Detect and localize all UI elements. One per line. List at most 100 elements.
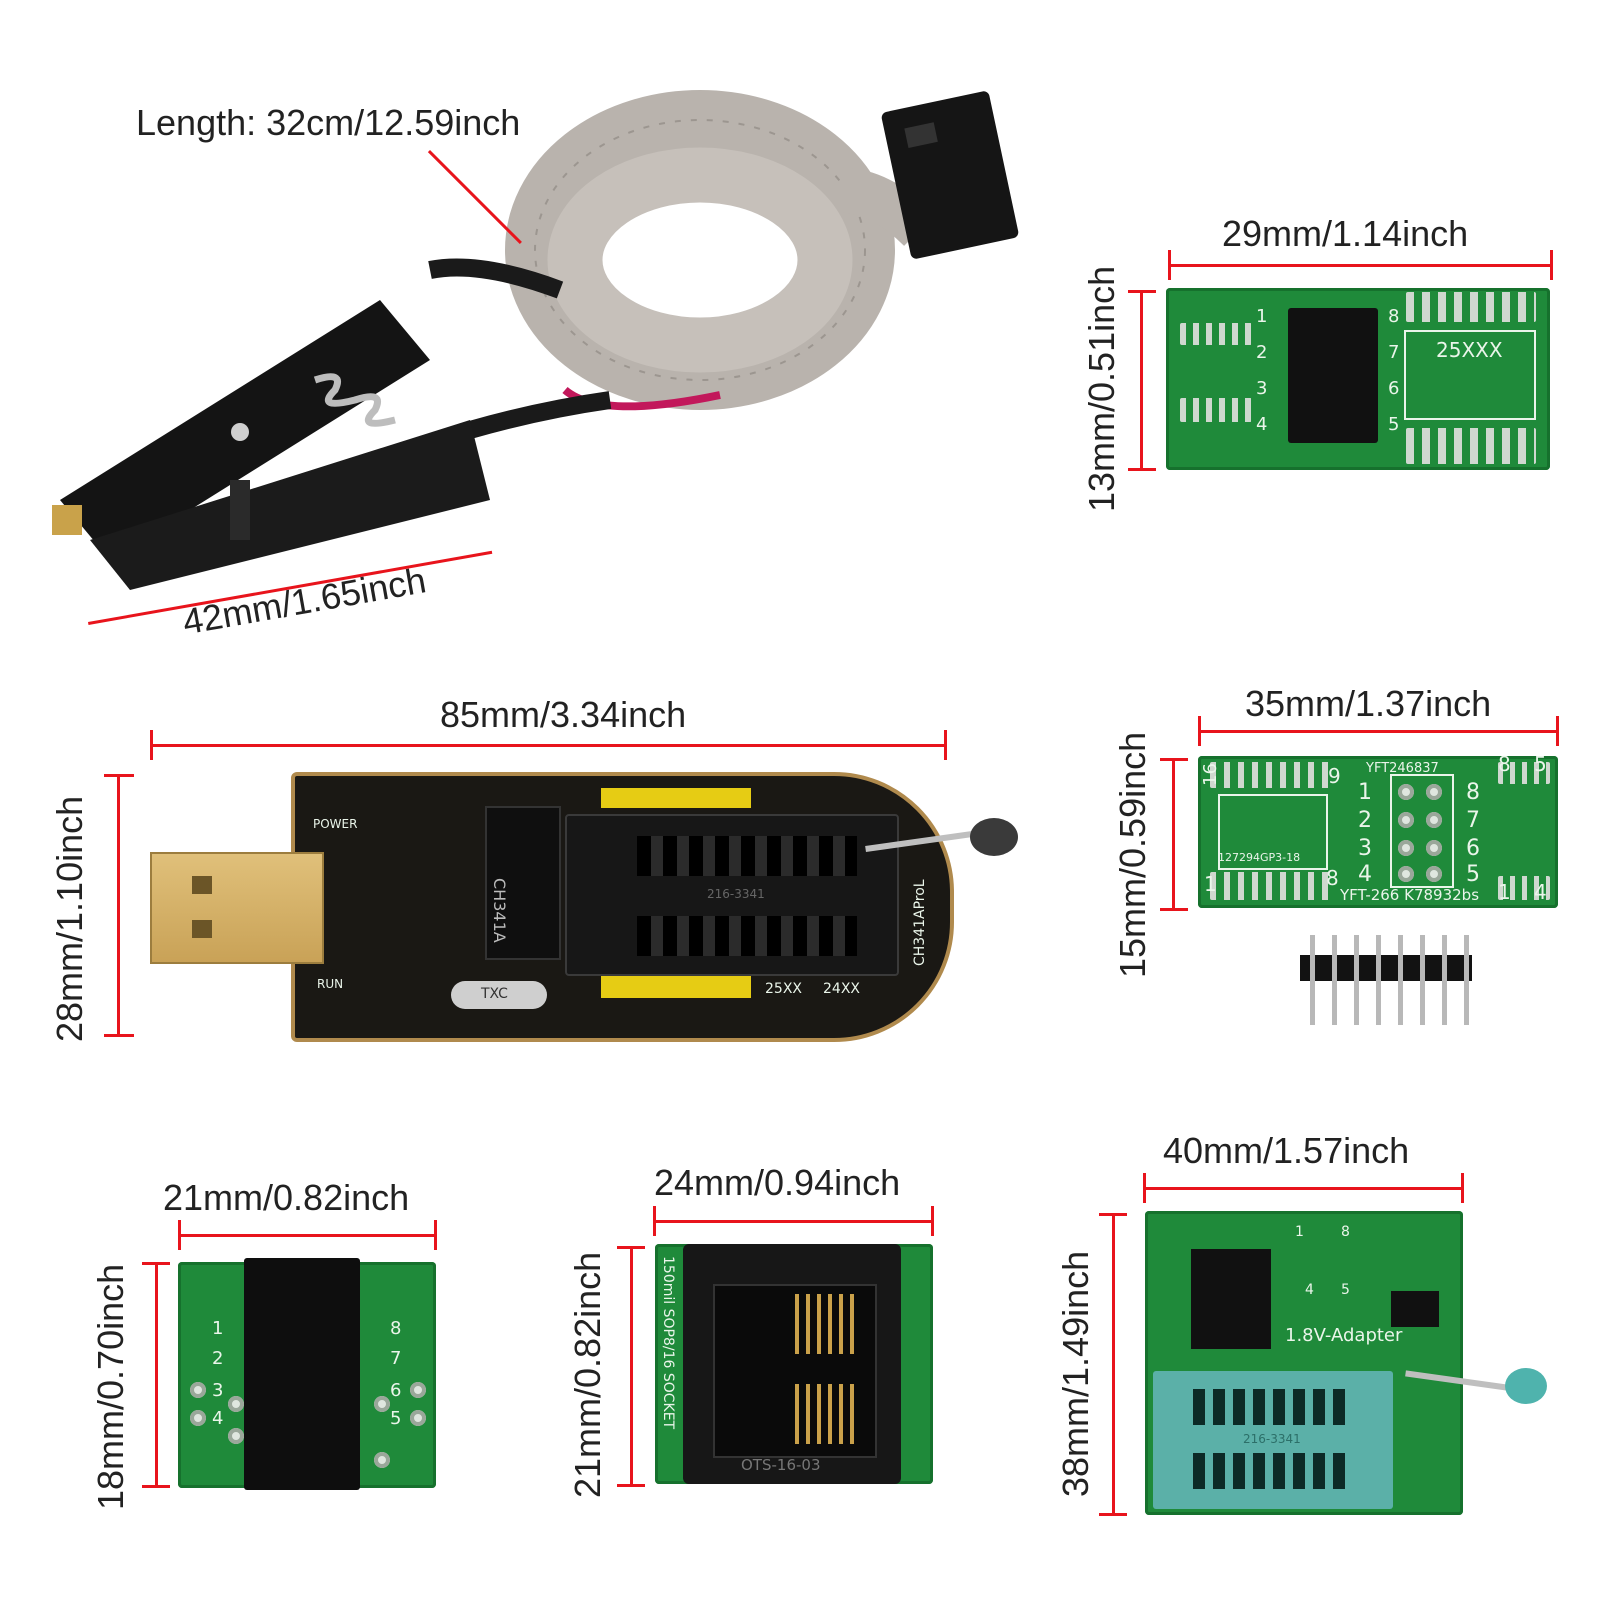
pin-label: 4 xyxy=(1305,1282,1314,1298)
programmer-width-label: 85mm/3.34inch xyxy=(440,694,687,735)
pin-label: 2 xyxy=(1358,808,1372,833)
pin-label: 1 xyxy=(212,1318,224,1339)
tick xyxy=(1160,908,1188,911)
adapter-18v-board: 1.8V-Adapter 1 8 4 5 216-3341 xyxy=(1145,1211,1463,1515)
header-pin-strip xyxy=(1300,935,1472,1025)
chip-outline xyxy=(1404,330,1536,420)
adapter-18v-width-label: 40mm/1.57inch xyxy=(1163,1130,1410,1171)
bottom-code: YFT-266 K78932bs xyxy=(1340,886,1480,904)
pin-label: 5 xyxy=(1388,414,1400,435)
pin-label: 2 xyxy=(212,1348,224,1369)
tick xyxy=(931,1206,934,1236)
pin-label: 3 xyxy=(212,1380,224,1401)
pin-label: 1 xyxy=(1295,1224,1304,1240)
socket-side-label: 150mil SOP8/16 SOCKET xyxy=(660,1256,676,1430)
adapter-8pin-width-label: 21mm/0.82inch xyxy=(163,1177,410,1218)
run-led-label: RUN xyxy=(317,977,344,991)
usb-plug xyxy=(150,852,324,964)
tick xyxy=(1128,468,1156,471)
pin-label: 3 xyxy=(1256,378,1268,399)
tick xyxy=(104,1034,134,1037)
adapter-16pin-width-line xyxy=(1198,730,1558,733)
pin-label: 5 xyxy=(1341,1282,1350,1298)
tick xyxy=(653,1206,656,1236)
tick xyxy=(150,730,153,760)
pin-label: 4 xyxy=(212,1408,224,1429)
top-code: YFT246837 xyxy=(1366,761,1439,776)
power-led-label: POWER xyxy=(313,817,358,831)
model-label: CH341AProL xyxy=(912,879,928,966)
socket-width-line xyxy=(653,1220,933,1223)
regulator-chip xyxy=(1191,1249,1271,1349)
adapter-8pin-height-label: 18mm/0.70inch xyxy=(90,1263,131,1510)
tick xyxy=(1099,1213,1127,1216)
tick xyxy=(1550,250,1553,280)
adapter-title: 1.8V-Adapter xyxy=(1285,1325,1403,1346)
tick xyxy=(617,1246,645,1249)
tick xyxy=(944,730,947,760)
corner-label: 9 xyxy=(1328,764,1341,788)
slot-a-label: 25XX xyxy=(765,981,802,997)
tick xyxy=(142,1485,170,1488)
socket-height-label: 21mm/0.82inch xyxy=(567,1251,608,1498)
tick xyxy=(617,1484,645,1487)
teal-zif-socket: 216-3341 xyxy=(1153,1371,1393,1509)
corner-label: 1 xyxy=(1204,872,1217,896)
adapter-25xxx-height-line xyxy=(1140,290,1143,470)
pin-label: 6 xyxy=(1466,836,1480,861)
pin-label: 1 xyxy=(1358,780,1372,805)
teal-lever-knob xyxy=(1505,1368,1547,1404)
adapter-18v-height-label: 38mm/1.49inch xyxy=(1055,1250,1096,1497)
header-block xyxy=(1288,308,1378,443)
pin-label: 6 xyxy=(1388,378,1400,399)
zif-label: 216-3341 xyxy=(1243,1432,1301,1446)
sop-socket-board: 150mil SOP8/16 SOCKET OTS-16-03 xyxy=(655,1244,933,1484)
adapter-25xxx-height-label: 13mm/0.51inch xyxy=(1081,265,1122,512)
zif-socket: 216-3341 xyxy=(565,814,899,976)
adapter-8pin-width-line xyxy=(178,1234,436,1237)
programmer-width-line xyxy=(150,744,946,747)
corner-label: 8 xyxy=(1498,752,1511,776)
lever-knob xyxy=(970,818,1018,856)
socket-height-line xyxy=(630,1246,633,1486)
adapter-16pin-height-line xyxy=(1172,758,1175,910)
ribbon-cable xyxy=(505,90,936,411)
ch341a-chip: CH341A xyxy=(485,806,561,960)
pin-label: 7 xyxy=(1466,808,1480,833)
socket-width-label: 24mm/0.94inch xyxy=(654,1162,901,1203)
adapter-25xxx-width-line xyxy=(1168,264,1552,267)
adapter-16pin-board: YFT246837 YFT-266 K78932bs 127294GP3-18 … xyxy=(1198,752,1558,908)
pin-label: 4 xyxy=(1256,414,1268,435)
pin-label: 6 xyxy=(390,1380,402,1401)
header-bottom xyxy=(601,976,751,998)
adapter-18v-height-line xyxy=(1112,1213,1115,1515)
tick xyxy=(1556,716,1559,746)
adapter-8pin-board: 1 2 3 4 8 7 6 5 xyxy=(178,1258,436,1490)
tick xyxy=(1168,250,1171,280)
ch341a-programmer-body: POWER RUN CH341A TXC 216-3341 25XX 24XX … xyxy=(291,772,954,1042)
corner-label: 1 xyxy=(1498,880,1511,904)
header-top xyxy=(601,788,751,808)
adapter-16pin-width-label: 35mm/1.37inch xyxy=(1245,683,1492,724)
adapter-16pin-height-label: 15mm/0.59inch xyxy=(1112,731,1153,978)
pin-label: 5 xyxy=(390,1408,402,1429)
adapter-25xxx-chip-label: 25XXX xyxy=(1436,338,1503,362)
pin-label: 7 xyxy=(1388,342,1400,363)
pin-label: 3 xyxy=(1358,836,1372,861)
tick xyxy=(1198,716,1201,746)
pin-label: 8 xyxy=(1466,780,1480,805)
pin-label: 8 xyxy=(390,1318,402,1339)
tick xyxy=(142,1262,170,1265)
crystal-label: TXC xyxy=(481,986,508,1002)
tick xyxy=(104,774,134,777)
slot-b-label: 24XX xyxy=(823,981,860,997)
corner-label: 16 xyxy=(1200,763,1221,786)
adapter-25xxx-board: 25XXX 1 2 3 4 8 7 6 5 xyxy=(1166,288,1550,470)
pin-label: 7 xyxy=(390,1348,402,1369)
voltage-regulator xyxy=(1391,1291,1439,1327)
soic-test-clip xyxy=(52,300,490,590)
pin-label: 2 xyxy=(1256,342,1268,363)
crystal: TXC xyxy=(451,981,547,1009)
tick xyxy=(178,1220,181,1250)
chip-code: 127294GP3-18 xyxy=(1218,851,1301,864)
